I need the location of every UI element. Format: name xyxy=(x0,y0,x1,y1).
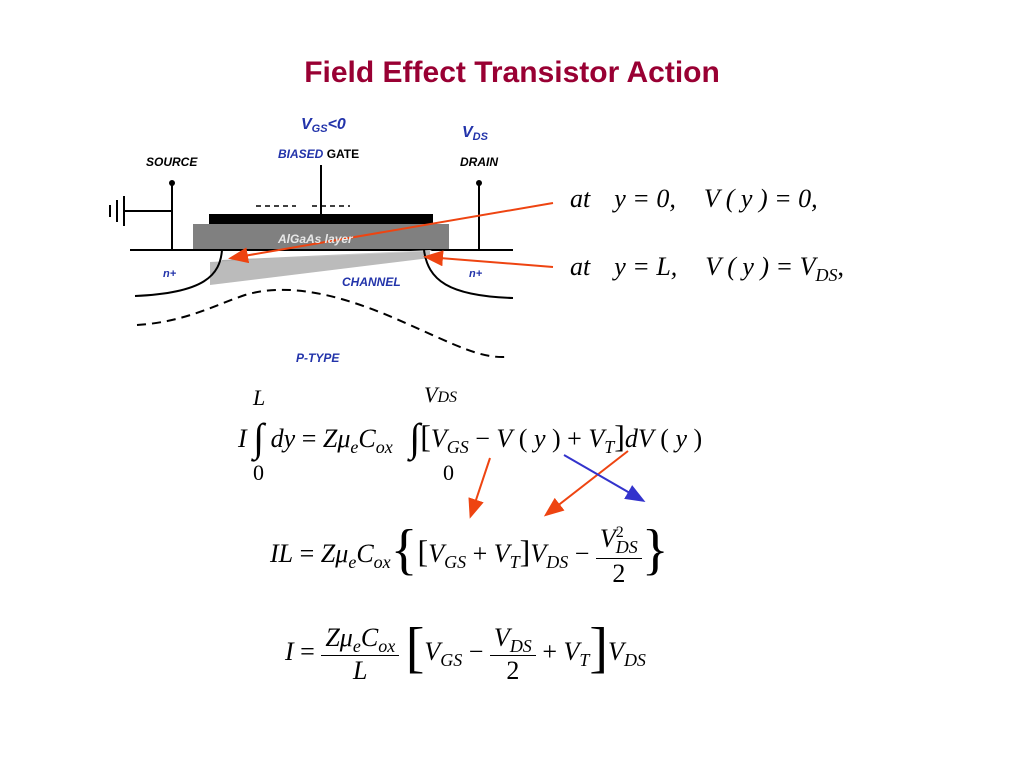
arrow-drain-condition xyxy=(423,250,554,268)
n-plus-left-well xyxy=(134,249,223,297)
arrow-source-condition xyxy=(228,202,554,264)
source-terminal xyxy=(169,180,175,250)
vgs-label: VGS<0 xyxy=(301,116,346,135)
channel-label: CHANNEL xyxy=(342,275,401,289)
n-plus-right-label: n+ xyxy=(469,268,483,280)
gate-metal xyxy=(209,214,433,224)
arrow-vt xyxy=(543,450,629,517)
n-plus-left-label: n+ xyxy=(163,268,177,280)
depletion-boundary xyxy=(136,288,506,359)
ptype-label: P-TYPE xyxy=(296,351,340,365)
source-label: SOURCE xyxy=(146,155,198,169)
channel-wedge xyxy=(210,251,430,285)
drain-label: DRAIN xyxy=(460,155,498,169)
arrow-vgs xyxy=(468,457,491,519)
ground-icon xyxy=(109,196,172,226)
arrow-vy xyxy=(563,454,646,502)
vds-label: VDS xyxy=(462,124,488,143)
slide-title: Field Effect Transistor Action xyxy=(304,56,720,89)
algaas-label: AlGaAs layer xyxy=(278,232,353,246)
biased-gate-label: BIASED GATE xyxy=(278,147,360,161)
